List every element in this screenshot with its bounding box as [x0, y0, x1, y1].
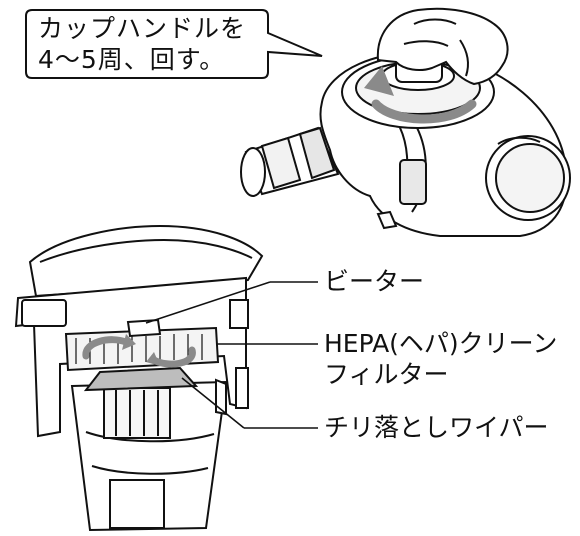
label-hepa-line-1: HEPA(ヘパ)クリーン — [324, 329, 558, 358]
hose — [240, 126, 340, 197]
label-dust-wiper: チリ落としワイパー — [324, 413, 549, 442]
wheel — [485, 135, 571, 221]
callout-line-2: 4〜5周、回す。 — [38, 45, 226, 74]
callout-box — [25, 9, 323, 79]
label-hepa-line-2: フィルター — [324, 360, 449, 389]
vacuum-body-illustration — [240, 7, 571, 237]
label-hepa-filter: HEPA(ヘパ)クリーン フィルター — [324, 328, 557, 390]
leader-beater — [145, 281, 271, 324]
dust-wiper — [83, 366, 199, 392]
beater — [126, 318, 162, 338]
leader-lines — [145, 281, 318, 429]
dust-cup-illustration — [14, 224, 264, 532]
hand-illustration — [376, 7, 509, 86]
rotate-arrow-icon — [364, 66, 477, 124]
callout-text: カップハンドルを 4〜5周、回す。 — [38, 13, 268, 75]
callout-line-1: カップハンドルを — [38, 14, 247, 43]
label-beater: ビーター — [324, 267, 425, 296]
leader-wiper — [181, 377, 245, 429]
